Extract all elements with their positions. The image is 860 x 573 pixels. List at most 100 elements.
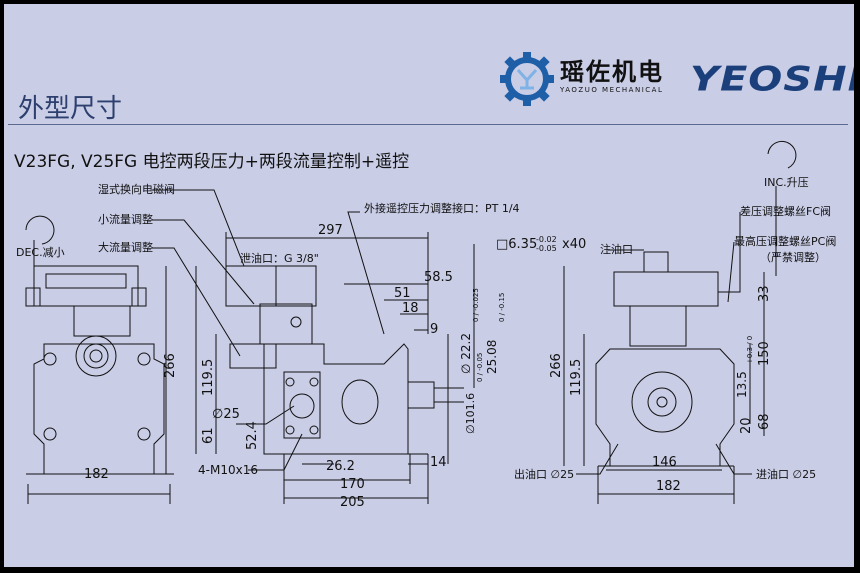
- inlet-leader: [715, 443, 752, 475]
- left-bolt-2: [137, 352, 151, 366]
- gear-logo-icon: [500, 52, 554, 106]
- brand-name-en: YAOZUO MECHANICAL: [560, 86, 664, 94]
- dim-58-5: 58.5: [424, 270, 453, 285]
- mid-bolt-2: [309, 377, 319, 387]
- dim-61: 61: [201, 427, 216, 444]
- bolts-leader: [248, 433, 303, 471]
- section-title: 外型尺寸: [18, 94, 123, 124]
- right-fill-port: [643, 251, 669, 273]
- dim-20: 20: [739, 417, 754, 434]
- dim-14: 14: [430, 455, 447, 470]
- dim-18: 18: [402, 301, 419, 316]
- dim-25-08: 25.08: [485, 340, 499, 374]
- right-solenoid: [613, 271, 719, 307]
- dim-182-right: 182: [656, 479, 681, 494]
- d25-leader: [236, 405, 295, 425]
- dim-68: 68: [757, 413, 772, 430]
- left-solenoid-label-plate: [45, 273, 127, 289]
- left-port: [83, 343, 109, 369]
- shaft-key-tol-lower: -0.05: [536, 244, 557, 253]
- left-solenoid-body: [33, 265, 139, 307]
- shaft-key: □6.35: [496, 237, 537, 252]
- dim-22-2: ∅ 22.2: [459, 333, 473, 374]
- bolts-label: 4-M10x16: [198, 463, 258, 477]
- inc-arrow-icon: [767, 140, 797, 169]
- mid-bolt-3: [285, 425, 295, 435]
- remote-port-label: 外接遥控压力调整接口：PT 1/4: [364, 201, 520, 215]
- right-flange-ring: [631, 371, 693, 433]
- mid-housing-circle: [341, 379, 379, 425]
- dim-101-6-tol: 0 / -0.05: [476, 353, 484, 382]
- left-valve-block: [73, 305, 131, 337]
- dec-label: DEC.减小: [16, 246, 65, 259]
- dim-9: 9: [430, 322, 438, 337]
- max-screw-label: 最高压调整螺丝PC阀: [734, 234, 836, 248]
- max-leader: [727, 241, 735, 303]
- drawing-labels: DEC.减小 湿式换向电磁阀 小流量调整 大流量调整 外接遥控压力调整接口：PT…: [16, 176, 836, 510]
- dim-266-left: 266: [163, 353, 178, 378]
- dec-arrow-icon: [25, 215, 55, 245]
- dim-205: 205: [340, 495, 365, 510]
- drawing-sheet: DEC.减小 湿式换向电磁阀 小流量调整 大流量调整 外接遥控压力调整接口：PT…: [4, 4, 854, 567]
- dim-297: 297: [318, 223, 343, 238]
- dim-51: 51: [394, 286, 411, 301]
- outlet-label: 出油口 ∅25: [514, 467, 574, 481]
- mid-valve-body: [259, 303, 313, 345]
- middle-view: [152, 189, 475, 504]
- brand-name-cn: 瑶佐机电: [560, 58, 664, 86]
- right-shaft-ring: [647, 387, 677, 417]
- mid-flange: [283, 371, 321, 439]
- technical-drawing: DEC.减小 湿式换向电磁阀 小流量调整 大流量调整 外接遥控压力调整接口：PT…: [16, 140, 836, 510]
- mid-solenoid-2: [275, 265, 317, 307]
- diff-screw-label: 差压调整螺丝FC阀: [740, 204, 831, 218]
- mid-flow-adjust: [229, 343, 277, 369]
- left-view: [25, 215, 174, 504]
- right-valve-block: [629, 305, 687, 347]
- dim-26-2: 26.2: [326, 459, 355, 474]
- left-bolt-4: [137, 427, 151, 441]
- mid-port-circle: [289, 393, 315, 419]
- dim-13-5-tol: +0.3 / 0: [746, 336, 754, 364]
- dim-25-08-tol: 0 / -0.15: [498, 293, 506, 322]
- solenoid-label: 湿式换向电磁阀: [98, 182, 175, 196]
- mid-shaft-flange: [407, 381, 435, 409]
- inlet-label: 进油口 ∅25: [756, 467, 816, 481]
- dim-d25: ∅25: [212, 407, 240, 422]
- left-port-inner: [89, 349, 103, 363]
- right-shaft: [656, 396, 668, 408]
- header-rule: [8, 124, 848, 125]
- drawing-subtitle: V23FG, V25FG 电控两段压力+两段流量控制+遥控: [14, 152, 410, 172]
- solenoid-leader: [152, 189, 245, 267]
- drain-label: 泄油口：G 3/8": [240, 251, 319, 265]
- dim-119-5-left: 119.5: [201, 359, 216, 396]
- left-solenoid-cap: [25, 287, 41, 307]
- no-adjust-label: （严禁调整）: [760, 250, 826, 264]
- small-flow-leader: [152, 219, 255, 305]
- dim-13-5: 13.5: [735, 371, 749, 398]
- left-bolt-1: [43, 352, 57, 366]
- shaft-key-len: x40: [562, 237, 586, 252]
- inc-label: INC.升压: [764, 176, 809, 189]
- small-flow-label: 小流量调整: [98, 212, 153, 226]
- dim-266-right: 266: [549, 353, 564, 378]
- left-solenoid-cap-right: [131, 287, 147, 307]
- dim-33: 33: [757, 285, 772, 302]
- fill-port-label: 注油口: [600, 242, 633, 256]
- right-view: [563, 140, 797, 504]
- dim-119-5-right: 119.5: [569, 359, 584, 396]
- yeoshe-logo: YEOSHE: [690, 60, 854, 100]
- left-port-ring: [75, 335, 117, 377]
- dim-182-left: 182: [84, 467, 109, 482]
- large-flow-leader: [152, 247, 241, 357]
- brand-block: 瑶佐机电 YAOZUO MECHANICAL: [498, 46, 678, 116]
- outlet-leader: [576, 443, 619, 475]
- large-flow-label: 大流量调整: [98, 240, 153, 254]
- dim-22-2-tol: 0 / -0.025: [472, 288, 480, 322]
- dim-150: 150: [757, 341, 772, 366]
- right-pump-body: [595, 348, 735, 467]
- diff-leader: [718, 212, 741, 293]
- dim-101-6: ∅101.6: [464, 393, 477, 434]
- dim-146: 146: [652, 455, 677, 470]
- left-bolt-3: [43, 427, 57, 441]
- remote-leader: [347, 211, 385, 335]
